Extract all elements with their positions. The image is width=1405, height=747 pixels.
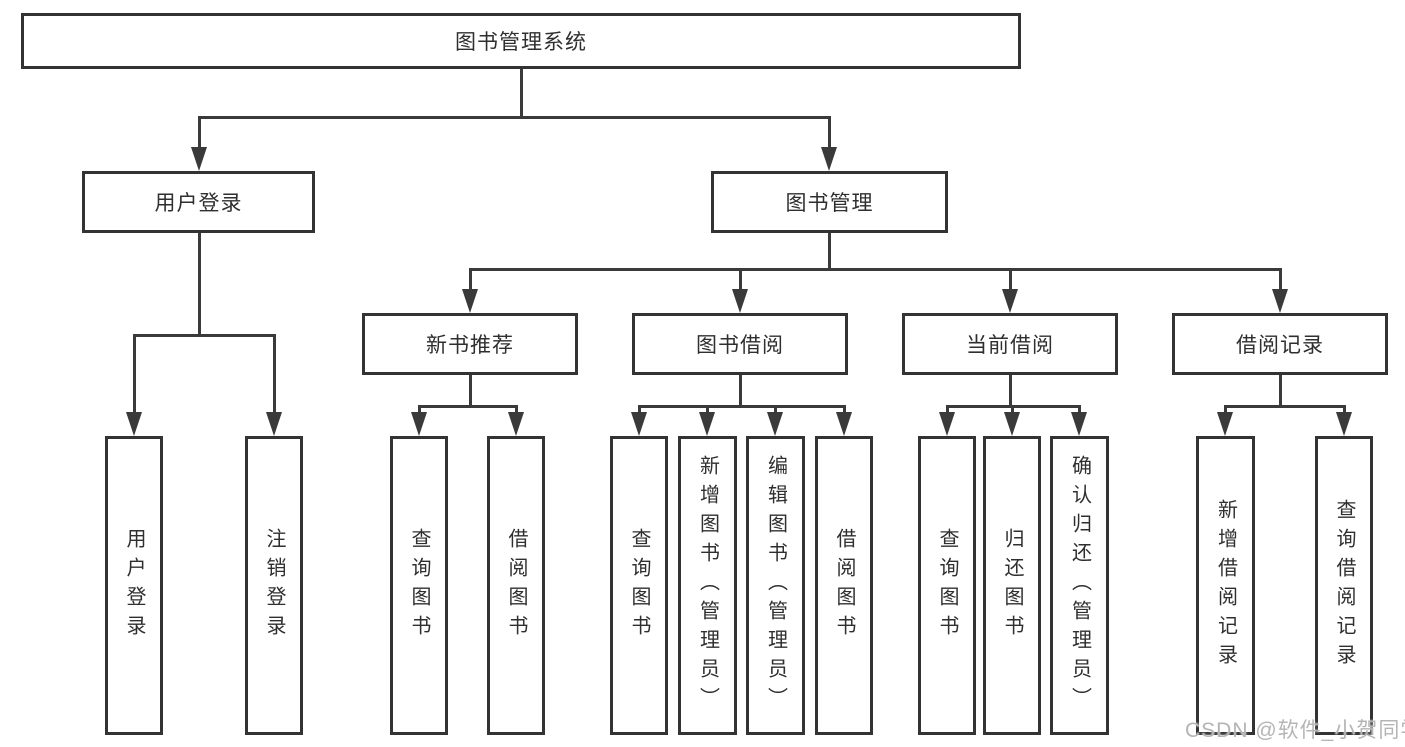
connector-line-vertical: [1278, 269, 1282, 295]
arrow-down-icon: [939, 412, 955, 436]
leaf-user-login: 用户登录: [105, 436, 163, 735]
arrow-down-icon: [508, 412, 524, 436]
connector-line-vertical: [468, 375, 472, 408]
leaf-add-books-admin: 新增图书（管理员）: [678, 436, 737, 735]
leaf-borrow-books-recommend-label: 借阅图书: [505, 527, 527, 644]
arrow-down-icon: [126, 412, 142, 436]
leaf-query-borrowing-record: 查询借阅记录: [1315, 436, 1373, 735]
arrow-down-icon: [1217, 412, 1233, 436]
leaf-add-books-admin-label: 新增图书（管理员）: [696, 455, 719, 716]
arrow-down-icon: [1336, 412, 1352, 436]
leaf-query-books-current-label: 查询图书: [936, 527, 958, 644]
connector-line-vertical: [132, 335, 136, 418]
connector-line-vertical: [827, 233, 831, 271]
leaf-add-borrowing-record-label: 新增借阅记录: [1214, 498, 1237, 673]
node-library-management-system: 图书管理系统: [21, 13, 1021, 69]
node-library-management-system-label: 图书管理系统: [455, 31, 587, 54]
leaf-query-books-recommend-label: 查询图书: [408, 527, 430, 644]
node-user-login-label: 用户登录: [154, 192, 243, 215]
node-new-book-recommendation-label: 新书推荐: [426, 334, 514, 357]
arrow-down-icon: [732, 289, 748, 313]
leaf-logout: 注销登录: [245, 436, 303, 735]
connector-line-horizontal: [637, 404, 846, 408]
node-book-management: 图书管理: [711, 171, 948, 233]
node-borrowing-records: 借阅记录: [1172, 313, 1388, 375]
leaf-edit-books-admin-label: 编辑图书（管理员）: [764, 455, 787, 716]
connector-line-vertical: [197, 117, 201, 153]
leaf-borrow-books-recommend: 借阅图书: [487, 436, 545, 735]
arrow-down-icon: [821, 147, 837, 171]
arrow-down-icon: [191, 147, 207, 171]
node-new-book-recommendation: 新书推荐: [362, 313, 578, 375]
arrow-down-icon: [1272, 289, 1288, 313]
node-book-borrowing-label: 图书借阅: [696, 334, 784, 357]
connector-line-vertical: [1008, 269, 1012, 295]
leaf-query-books-borrowing-label: 查询图书: [628, 527, 650, 644]
connector-line-vertical: [827, 117, 831, 153]
node-book-management-label: 图书管理: [785, 192, 874, 215]
node-user-login: 用户登录: [82, 171, 315, 233]
arrow-down-icon: [1002, 289, 1018, 313]
arrow-down-icon: [699, 412, 715, 436]
arrow-down-icon: [631, 412, 647, 436]
connector-line-horizontal: [468, 267, 1282, 271]
connector-line-vertical: [197, 233, 201, 337]
node-borrowing-records-label: 借阅记录: [1236, 334, 1324, 357]
leaf-borrow-books-borrowing: 借阅图书: [815, 436, 873, 735]
connector-line-vertical: [1008, 375, 1012, 408]
node-current-borrowing-label: 当前借阅: [966, 334, 1054, 357]
connector-line-vertical: [738, 375, 742, 408]
leaf-user-login-label: 用户登录: [123, 527, 145, 644]
connector-line-vertical: [272, 335, 276, 418]
arrow-down-icon: [266, 412, 282, 436]
csdn-watermark: CSDN @软件_小贺同学: [1185, 719, 1405, 742]
arrow-down-icon: [767, 412, 783, 436]
arrow-down-icon: [836, 412, 852, 436]
leaf-query-borrowing-record-label: 查询借阅记录: [1333, 498, 1355, 673]
leaf-confirm-return-admin: 确认归还（管理员）: [1050, 436, 1109, 735]
leaf-return-books: 归还图书: [983, 436, 1041, 735]
leaf-return-books-label: 归还图书: [1001, 527, 1023, 644]
arrow-down-icon: [1004, 412, 1020, 436]
connector-line-vertical: [519, 69, 523, 119]
connector-line-horizontal: [417, 404, 518, 408]
leaf-logout-label: 注销登录: [263, 527, 285, 644]
arrow-down-icon: [462, 289, 478, 313]
connector-line-horizontal: [132, 333, 276, 337]
leaf-query-books-borrowing: 查询图书: [610, 436, 668, 735]
leaf-confirm-return-admin-label: 确认归还（管理员）: [1068, 455, 1091, 716]
leaf-add-borrowing-record: 新增借阅记录: [1196, 436, 1255, 735]
connector-line-horizontal: [197, 115, 831, 119]
connector-line-vertical: [468, 269, 472, 295]
leaf-query-books-recommend: 查询图书: [390, 436, 448, 735]
connector-line-vertical: [738, 269, 742, 295]
arrow-down-icon: [1071, 412, 1087, 436]
arrow-down-icon: [411, 412, 427, 436]
leaf-borrow-books-borrowing-label: 借阅图书: [833, 527, 855, 644]
leaf-query-books-current: 查询图书: [918, 436, 976, 735]
node-current-borrowing: 当前借阅: [902, 313, 1118, 375]
leaf-edit-books-admin: 编辑图书（管理员）: [746, 436, 805, 735]
connector-line-vertical: [1278, 375, 1282, 408]
node-book-borrowing: 图书借阅: [632, 313, 848, 375]
connector-line-horizontal: [1223, 404, 1346, 408]
